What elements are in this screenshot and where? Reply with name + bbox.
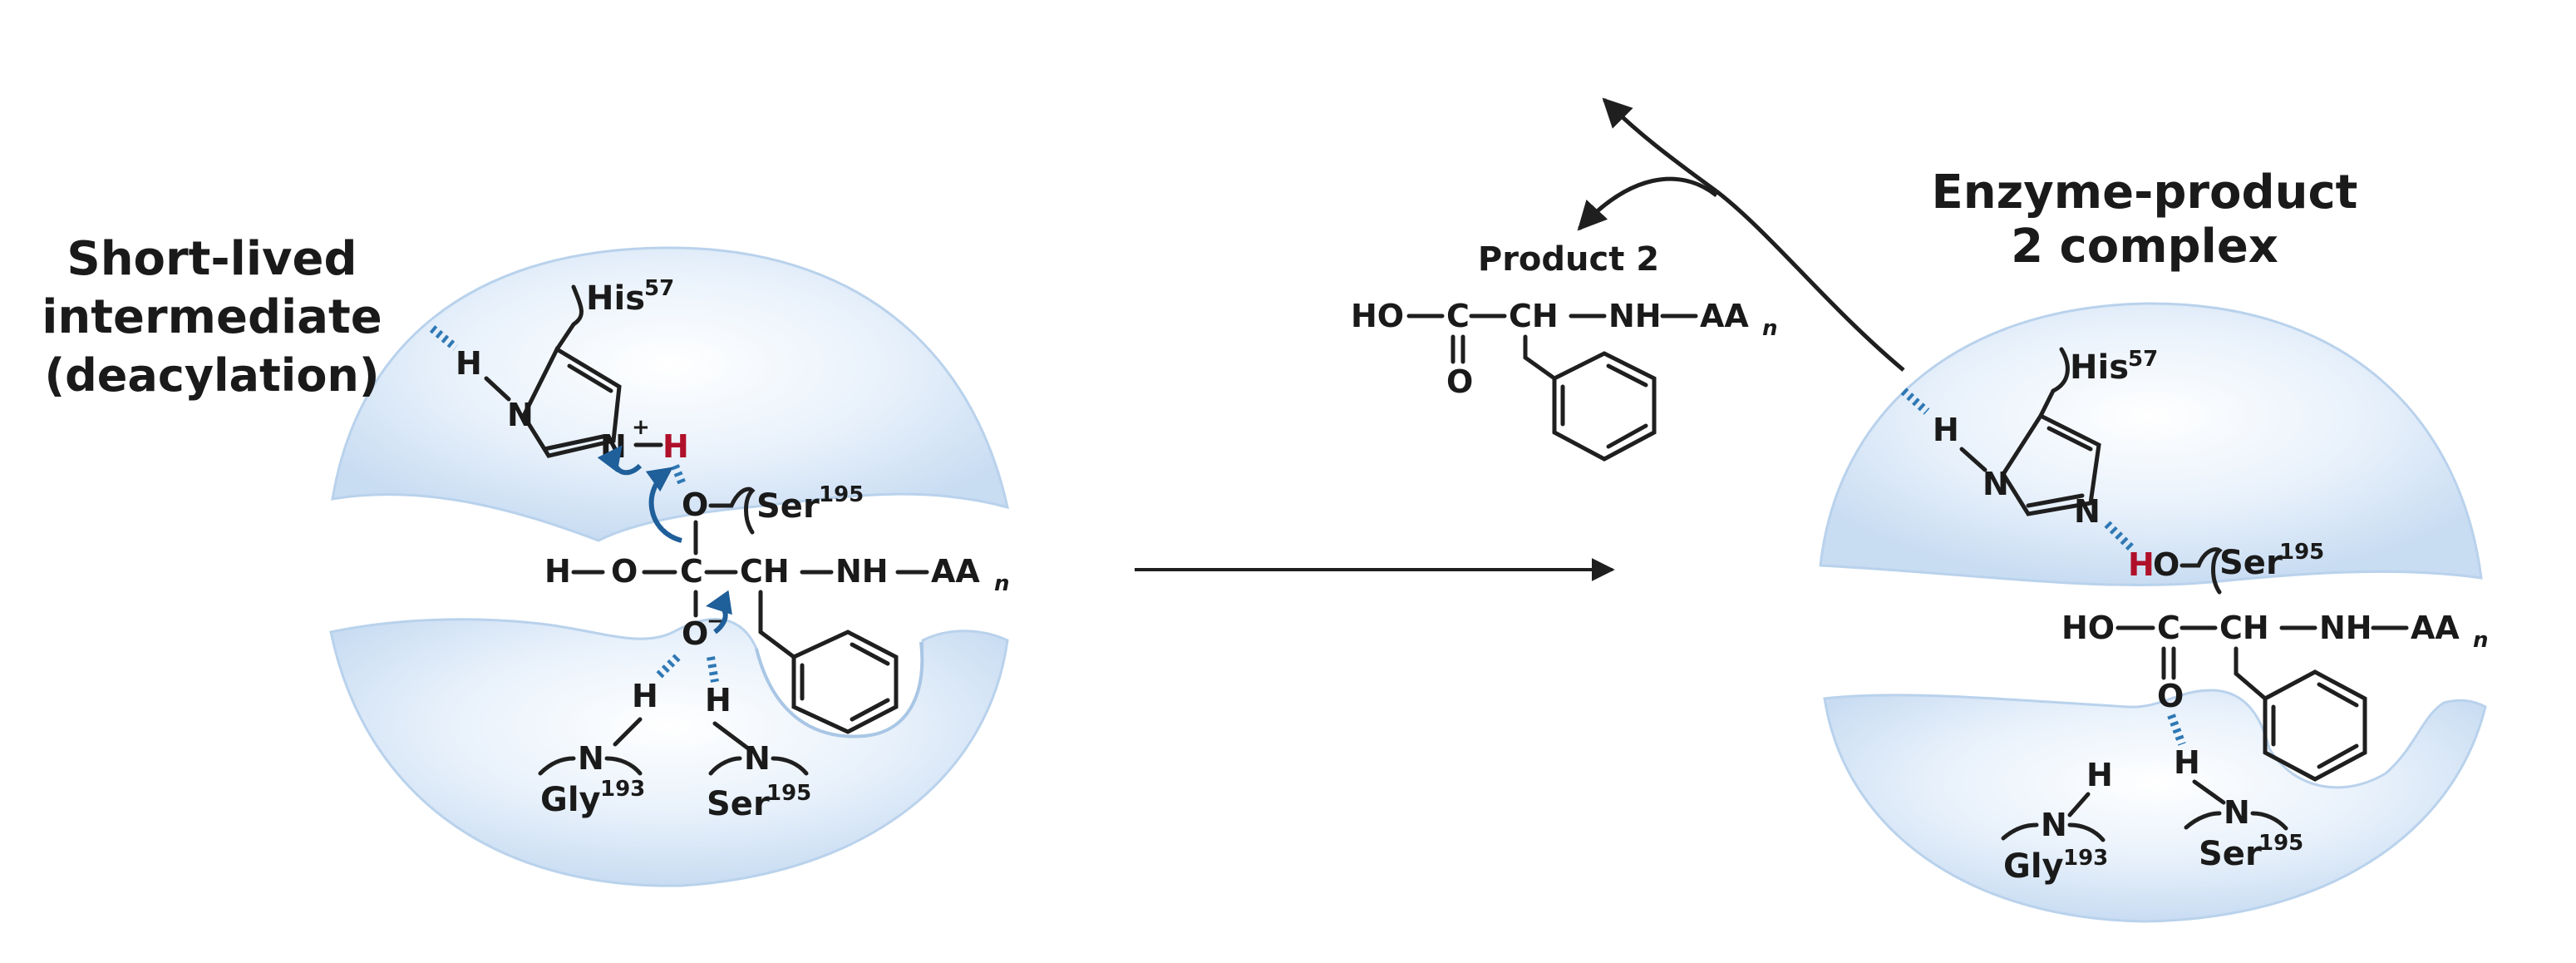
left-his-number: 57 — [644, 276, 674, 301]
svg-text:H: H — [632, 678, 658, 714]
left-his-n1: N — [507, 397, 534, 433]
left-ser2-label: Ser — [707, 785, 770, 823]
left-chain-n: n — [994, 571, 1010, 596]
left-ser2-n: N — [744, 740, 771, 777]
left-transferred-h: H — [662, 428, 689, 465]
right-his-n2: N — [2074, 493, 2101, 530]
svg-text:H: H — [705, 682, 731, 719]
product-phenyl-ring — [1552, 351, 1657, 462]
product-aa: AA — [1700, 298, 1749, 334]
right-ser-number: 195 — [2279, 540, 2324, 565]
right-title-line2: 2 complex — [2011, 220, 2278, 274]
right-imidazole-ring — [2001, 412, 2101, 516]
right-ser2-number: 195 — [2258, 831, 2303, 856]
product-ch: CH — [1509, 298, 1559, 334]
left-chain-c: C — [680, 553, 703, 590]
right-title-line1: Enzyme-product — [1932, 165, 2358, 220]
svg-text:n: n — [2473, 628, 2489, 653]
right-ser-o: O — [2153, 546, 2180, 583]
release-arrow — [1602, 97, 1718, 194]
left-title-line1: Short-lived — [66, 232, 357, 286]
product-c: C — [1446, 298, 1470, 334]
right-ser2-label: Ser — [2199, 835, 2262, 873]
product-nh: NH — [1608, 298, 1662, 334]
left-gly-label: Gly — [540, 781, 601, 819]
left-title-line2: intermediate — [42, 290, 382, 344]
right-enzyme-lower-lobe — [1823, 689, 2487, 923]
left-his-label: His — [586, 279, 645, 318]
right-his-label: His — [2070, 348, 2129, 387]
left-chain-o: O — [611, 553, 638, 590]
enzyme-upper-lobe — [331, 246, 1009, 542]
hbond-his-h — [429, 325, 459, 351]
his-sidechain — [554, 284, 584, 352]
product-n: n — [1762, 316, 1778, 341]
left-gly-number: 193 — [600, 777, 645, 802]
left-ser-oxygen: O — [682, 486, 708, 523]
right-phenyl-ring — [2263, 669, 2367, 782]
left-ser2-number: 195 — [766, 781, 811, 806]
left-title-line3: (deacylation) — [44, 349, 379, 402]
product-2: Product 2 HO C CH NH AA n O — [1351, 97, 1905, 462]
right-gly-n: N — [2041, 807, 2067, 843]
right-panel: Enzyme-product 2 complex His 57 N N H H … — [1819, 165, 2489, 923]
right-enzyme-upper-lobe — [1819, 302, 2483, 586]
right-his-n1: N — [1982, 466, 2009, 502]
left-ser-number: 195 — [819, 482, 864, 507]
left-his-h: H — [456, 345, 482, 382]
right-gly-label: Gly — [2003, 847, 2064, 886]
svg-text:NH: NH — [2319, 610, 2372, 646]
left-panel: Short-lived intermediate (deacylation) H… — [42, 232, 1010, 887]
right-his-h: H — [1933, 412, 1959, 448]
left-imidazole-ring — [521, 346, 622, 458]
svg-text:CH: CH — [2219, 610, 2269, 646]
left-oxyanion: O — [682, 615, 708, 652]
product-release-arrow — [1577, 176, 1718, 231]
left-ser-label: Ser — [756, 487, 820, 526]
svg-text:AA: AA — [2411, 610, 2460, 646]
right-his-number: 57 — [2128, 347, 2158, 372]
right-ser-h: H — [2128, 546, 2155, 583]
svg-text:HO: HO — [2061, 610, 2115, 646]
left-chain-nh: NH — [835, 553, 889, 590]
svg-text:H: H — [2086, 757, 2113, 793]
curved-arrow-3 — [706, 590, 732, 635]
right-carbonyl-o: O — [2157, 678, 2184, 714]
left-chain-h: H — [544, 553, 571, 590]
right-hbond-oxyanion — [2167, 714, 2186, 746]
right-hbond-his-ser — [2104, 521, 2135, 552]
left-phenyl-ring — [791, 630, 899, 734]
left-gly-n: N — [578, 740, 604, 777]
curved-arrow-1 — [597, 445, 643, 476]
right-gly-number: 193 — [2063, 846, 2108, 871]
svg-text:C: C — [2157, 610, 2180, 646]
product-label: Product 2 — [1478, 240, 1659, 279]
hbond-gly — [653, 654, 681, 681]
left-chain-aa: AA — [931, 553, 980, 590]
right-ser-label: Ser — [2219, 544, 2283, 582]
right-ser2-n: N — [2224, 794, 2250, 831]
left-chain-ch: CH — [740, 553, 790, 590]
curved-arrow-2 — [645, 467, 682, 543]
product-ho: HO — [1351, 298, 1404, 334]
product-carbonyl-o: O — [1446, 363, 1473, 400]
svg-text:H: H — [2174, 744, 2200, 781]
left-his-charge: + — [632, 415, 650, 440]
